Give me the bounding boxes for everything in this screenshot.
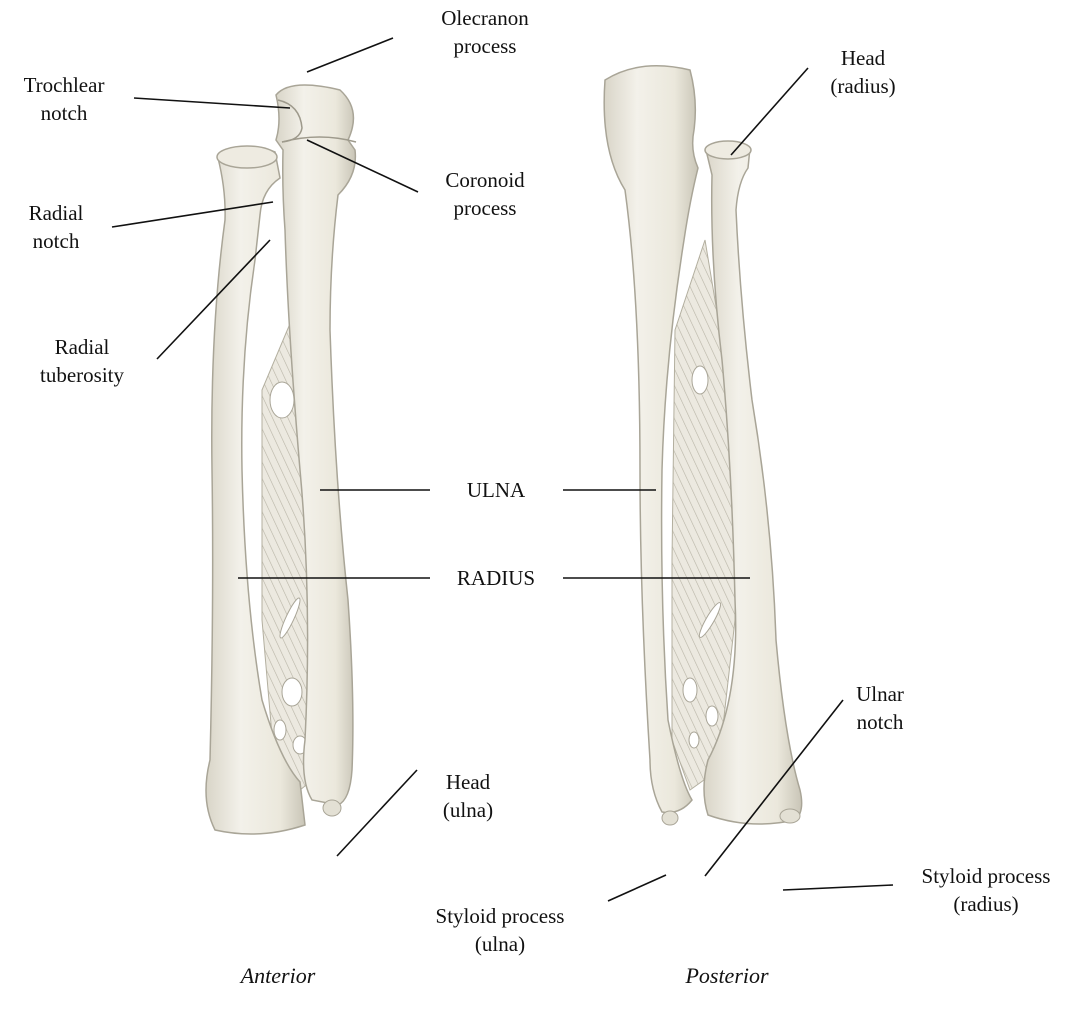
radial-tuberosity-label: Radial tuberosity	[22, 333, 142, 389]
membrane-opening	[282, 678, 302, 706]
coronoid-line1: Coronoid	[425, 166, 545, 194]
radial-tuberosity-line2: tuberosity	[22, 361, 142, 389]
membrane-opening	[706, 706, 718, 726]
olecranon-line1: Olecranon	[420, 4, 550, 32]
coronoid-line2: process	[425, 194, 545, 222]
posterior-view-caption: Posterior	[662, 962, 792, 990]
membrane-opening	[270, 382, 294, 418]
radial-notch-line2: notch	[8, 227, 104, 255]
head-ulna-label: Head (ulna)	[418, 768, 518, 824]
olecranon-label: Olecranon process	[420, 4, 550, 60]
membrane-opening	[683, 678, 697, 702]
styloid-ulna-line1: Styloid process	[400, 902, 600, 930]
membrane-opening	[689, 732, 699, 748]
head-ulna-line2: (ulna)	[418, 796, 518, 824]
trochlear-label: Trochlear notch	[4, 71, 124, 127]
ulnar-notch-line1: Ulnar	[830, 680, 930, 708]
anterior-ulna-styloid	[323, 800, 341, 816]
styloid-radius-line1: Styloid process	[896, 862, 1076, 890]
styloid-radius-line2: (radius)	[896, 890, 1076, 918]
ulnar-notch-line2: notch	[830, 708, 930, 736]
posterior-radius-styloid	[780, 809, 800, 823]
membrane-opening	[274, 720, 286, 740]
ulna-label: ULNA	[436, 476, 556, 504]
coronoid-label: Coronoid process	[425, 166, 545, 222]
trochlear-leader	[134, 98, 290, 108]
posterior-ulna-styloid	[662, 811, 678, 825]
head-radius-line1: Head	[808, 44, 918, 72]
styloid-ulna-label: Styloid process (ulna)	[400, 902, 600, 958]
ulnar-notch-label: Ulnar notch	[830, 680, 930, 736]
olecranon-leader	[307, 38, 393, 72]
styloid-radius-label: Styloid process (radius)	[896, 862, 1076, 918]
trochlear-line2: notch	[4, 99, 124, 127]
styloid-radius-leader	[783, 885, 893, 890]
anterior-view	[206, 85, 356, 834]
trochlear-line1: Trochlear	[4, 71, 124, 99]
radial-tuberosity-line1: Radial	[22, 333, 142, 361]
posterior-radial-head	[705, 141, 751, 159]
olecranon-line2: process	[420, 32, 550, 60]
head-radius-leader	[731, 68, 808, 155]
posterior-view	[604, 66, 802, 825]
membrane-opening	[692, 366, 708, 394]
head-radius-line2: (radius)	[808, 72, 918, 100]
anterior-radial-head	[217, 146, 277, 168]
radial-notch-line1: Radial	[8, 199, 104, 227]
styloid-ulna-leader	[608, 875, 666, 901]
radial-notch-label: Radial notch	[8, 199, 104, 255]
head-radius-label: Head (radius)	[808, 44, 918, 100]
styloid-ulna-line2: (ulna)	[400, 930, 600, 958]
head-ulna-line1: Head	[418, 768, 518, 796]
anterior-view-caption: Anterior	[218, 962, 338, 990]
radius-label: RADIUS	[426, 564, 566, 592]
